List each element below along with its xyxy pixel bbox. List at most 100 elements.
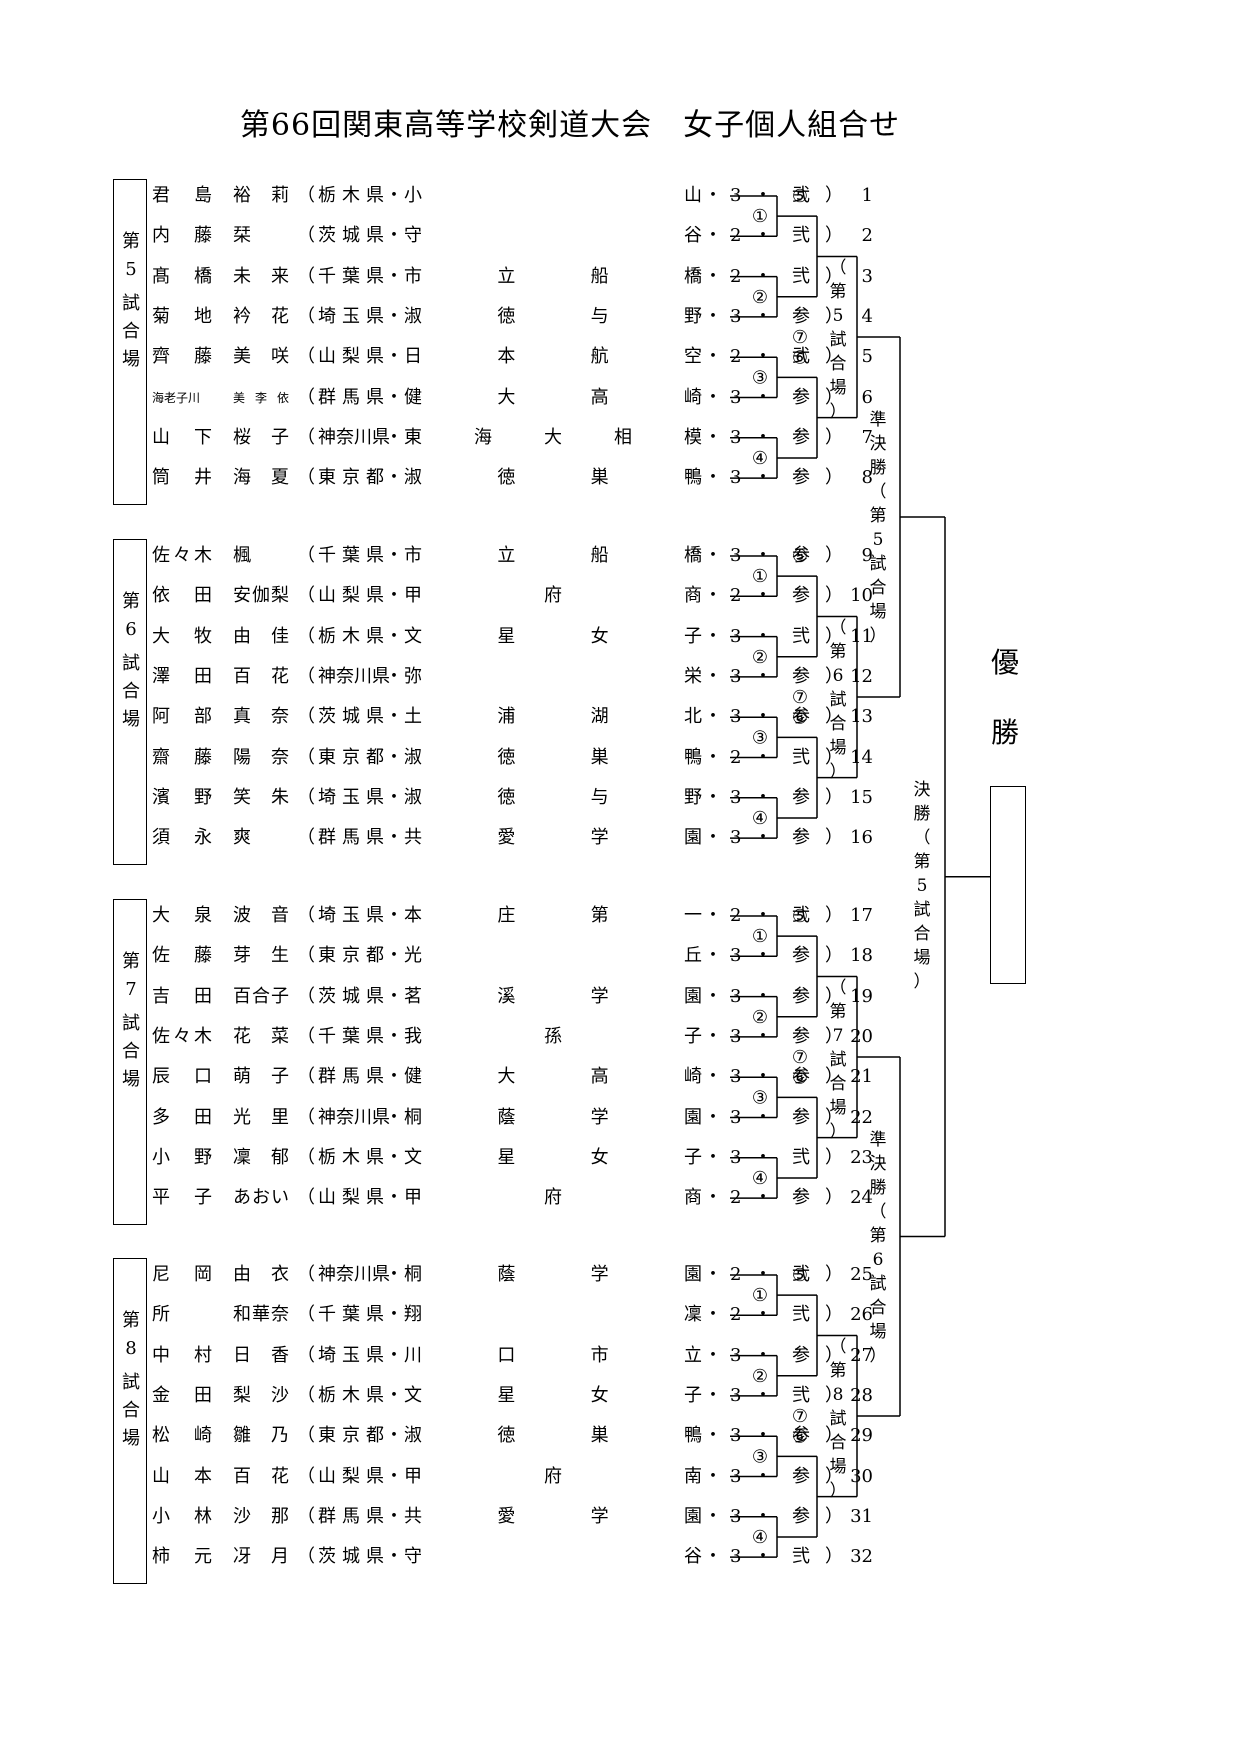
separator: ・ [704, 706, 722, 728]
prefecture: 東京都 [318, 945, 384, 967]
surname: 齊藤 [152, 346, 212, 368]
match-number-circle: ⑥ [792, 347, 808, 368]
seed-number: 17 [850, 905, 873, 926]
given-name: 百合子 [233, 985, 289, 1007]
school: 健大高崎 [404, 1066, 702, 1088]
dan-rank: 参 [792, 386, 810, 408]
surname: 所 [152, 1304, 170, 1326]
match-number-circle: ② [752, 1366, 768, 1387]
school: 市立船橋 [404, 545, 702, 566]
surname: 大牧 [152, 625, 212, 647]
seed-number: 8 [861, 467, 873, 489]
prefecture: 山梨県 [318, 1187, 384, 1209]
separator: ・ [385, 467, 403, 489]
paren-open: （ [297, 1066, 315, 1088]
match-number-circle: ① [752, 206, 768, 227]
prefecture: 茨城県 [318, 1546, 384, 1568]
prefecture: 群馬県 [318, 827, 384, 849]
separator: ・ [385, 185, 403, 206]
surname: 多田 [152, 1106, 212, 1128]
given-name: 芽生 [233, 945, 289, 967]
dan-rank: 弐 [792, 625, 810, 647]
paren-open: （ [297, 1106, 315, 1128]
given-name: 波音 [233, 905, 289, 926]
dan-rank: 参 [792, 1106, 810, 1128]
given-name: 陽奈 [233, 746, 289, 768]
separator: ・ [385, 1344, 403, 1366]
separator: ・ [704, 985, 722, 1007]
given-name: 雛乃 [233, 1425, 289, 1447]
paren-close: ） [825, 1546, 843, 1568]
surname: 柿元 [152, 1546, 212, 1568]
dan-rank: 参 [792, 1465, 810, 1487]
given-name: 美李依 [233, 390, 289, 405]
dan-rank: 参 [792, 545, 810, 566]
paren-open: （ [297, 945, 315, 967]
match-number-circle: ③ [752, 367, 768, 388]
match-number-circle: ② [752, 647, 768, 668]
surname: 小林 [152, 1505, 212, 1527]
page-title: 第66回関東高等学校剣道大会 女子個人組合せ [239, 108, 901, 143]
dan-rank: 参 [792, 1066, 810, 1088]
prefecture: 千葉県 [318, 265, 384, 287]
separator: ・ [385, 1106, 403, 1128]
given-name: 楓 [233, 545, 251, 566]
surname: 須永 [152, 827, 212, 849]
seed-number: 15 [850, 786, 873, 808]
surname: 君島 [152, 185, 212, 206]
surname: 海老子川 [152, 390, 201, 405]
school: 甲府商 [404, 585, 702, 607]
paren-close: ） [825, 985, 843, 1007]
separator: ・ [385, 1025, 403, 1047]
separator: ・ [385, 665, 403, 687]
given-name: 爽 [233, 827, 251, 849]
surname: 山本 [152, 1465, 212, 1487]
paren-close: ） [825, 1505, 843, 1527]
dan-rank: 参 [792, 706, 810, 728]
paren-close: ） [825, 786, 843, 808]
dan-rank: 弐 [792, 1546, 810, 1568]
surname: 金田 [152, 1384, 212, 1406]
paren-close: ） [825, 545, 843, 566]
surname: 齋藤 [152, 746, 212, 768]
match-number-circle: ⑥ [792, 707, 808, 728]
prefecture: 千葉県 [318, 1025, 384, 1047]
dan-rank: 参 [792, 585, 810, 607]
match-number-circle: ① [752, 566, 768, 587]
separator: ・ [704, 225, 722, 247]
prefecture: 神奈川県 [318, 665, 390, 687]
dan-rank: 弐 [792, 265, 810, 287]
school: 翔凜 [404, 1304, 702, 1326]
separator: ・ [385, 346, 403, 368]
given-name: 由佳 [233, 625, 289, 647]
given-name: 百花 [233, 665, 289, 687]
paren-close: ） [825, 706, 843, 728]
paren-close: ） [825, 225, 843, 247]
seed-number: 24 [850, 1187, 873, 1209]
separator: ・ [385, 225, 403, 247]
paren-close: ） [825, 1344, 843, 1366]
paren-open: （ [297, 786, 315, 808]
paren-open: （ [297, 1187, 315, 1209]
paren-open: （ [297, 1264, 315, 1285]
given-name: 凜郁 [233, 1146, 289, 1168]
winner-label: 優 勝 [990, 646, 1019, 749]
seed-number: 11 [850, 625, 873, 647]
paren-close: ） [825, 1384, 843, 1406]
seed-number: 19 [850, 985, 873, 1007]
match-number-circle: ④ [752, 1168, 768, 1189]
given-name: 桜子 [233, 426, 289, 448]
match-number-circle: ⑦ [792, 1047, 808, 1068]
given-name: 栞 [233, 225, 251, 247]
separator: ・ [385, 305, 403, 327]
separator: ・ [704, 1264, 722, 1285]
paren-close: ） [825, 665, 843, 687]
school: 共愛学園 [404, 1505, 702, 1527]
dan-rank: 参 [792, 985, 810, 1007]
separator: ・ [385, 786, 403, 808]
given-name: 由衣 [233, 1264, 289, 1285]
given-name: 冴月 [233, 1546, 289, 1568]
seed-number: 23 [850, 1146, 873, 1168]
